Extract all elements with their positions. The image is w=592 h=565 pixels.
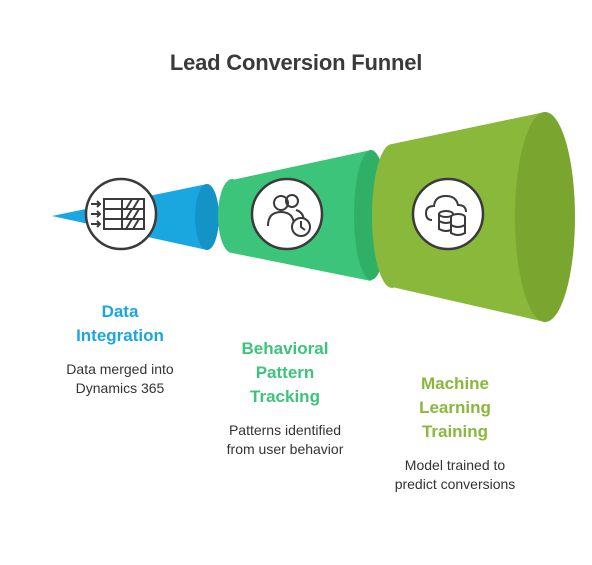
table-arrows-icon (84, 177, 158, 251)
stage-2-inner (218, 179, 246, 253)
stage-3-heading: Machine Learning Training (419, 374, 491, 441)
stage-1-heading: Data Integration (76, 302, 164, 345)
database-cloud-icon (411, 177, 485, 251)
stage-1-rim (195, 184, 219, 250)
stage-1-label: Data Integration Data merged into Dynami… (40, 300, 200, 398)
stage-3-description: Model trained to predict conversions (394, 457, 516, 492)
stage-2-heading: Behavioral Pattern Tracking (241, 339, 329, 406)
stage-3-inner (372, 144, 412, 288)
stage-3-rim (515, 112, 575, 322)
users-clock-icon (250, 177, 324, 251)
stage-3-label: Machine Learning Training Model trained … (375, 372, 535, 494)
stage-1-description: Data merged into Dynamics 365 (66, 361, 174, 396)
funnel-stage-3 (372, 112, 575, 322)
diagram-title: Lead Conversion Funnel (169, 50, 423, 75)
stage-2-label: Behavioral Pattern Tracking Patterns ide… (205, 337, 365, 459)
stage-2-description: Patterns identified from user behavior (226, 422, 344, 457)
